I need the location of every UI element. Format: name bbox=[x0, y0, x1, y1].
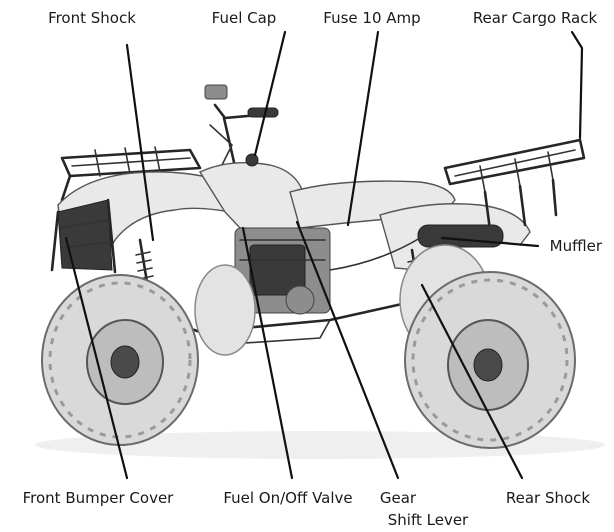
engine bbox=[234, 227, 331, 315]
label-rear-cargo-rack: Rear Cargo Rack bbox=[473, 9, 598, 27]
leader-rear-shock bbox=[420, 283, 524, 480]
label-gear-shift-line1: Gear bbox=[380, 489, 417, 507]
leader-fuel-cap bbox=[253, 30, 287, 157]
label-fuel-valve: Fuel On/Off Valve bbox=[223, 489, 352, 507]
leader-front-bumper bbox=[64, 236, 129, 480]
label-front-bumper-cover: Front Bumper Cover bbox=[23, 489, 175, 507]
front-cargo-rack bbox=[60, 146, 202, 202]
rear-wheel bbox=[404, 271, 576, 449]
leader-front-shock bbox=[125, 43, 155, 242]
front-bumper-cover-part bbox=[50, 198, 117, 274]
label-muffler: Muffler bbox=[550, 237, 603, 255]
label-front-shock: Front Shock bbox=[48, 9, 136, 27]
leader-muffler bbox=[440, 236, 540, 248]
leader-gear-shift bbox=[295, 220, 400, 480]
leader-rear-cargo-rack bbox=[570, 30, 584, 140]
leader-lines bbox=[64, 30, 584, 480]
leader-fuel-valve bbox=[241, 226, 294, 480]
fuel-cap-part bbox=[245, 153, 259, 167]
rear-cargo-rack-part bbox=[443, 138, 586, 232]
label-fuel-cap: Fuel Cap bbox=[212, 9, 277, 27]
handlebar-assembly bbox=[204, 84, 279, 182]
label-rear-shock: Rear Shock bbox=[506, 489, 591, 507]
callout-labels: Front Shock Fuel Cap Fuse 10 Amp Rear Ca… bbox=[23, 9, 603, 529]
front-inner-wheel bbox=[194, 264, 256, 356]
label-gear-shift-line2: Shift Lever bbox=[388, 511, 469, 529]
atv-illustration bbox=[35, 84, 605, 459]
front-wheel bbox=[41, 274, 199, 446]
label-fuse: Fuse 10 Amp bbox=[323, 9, 420, 27]
leader-fuse bbox=[346, 30, 380, 227]
fuel-tank-body bbox=[198, 161, 306, 232]
